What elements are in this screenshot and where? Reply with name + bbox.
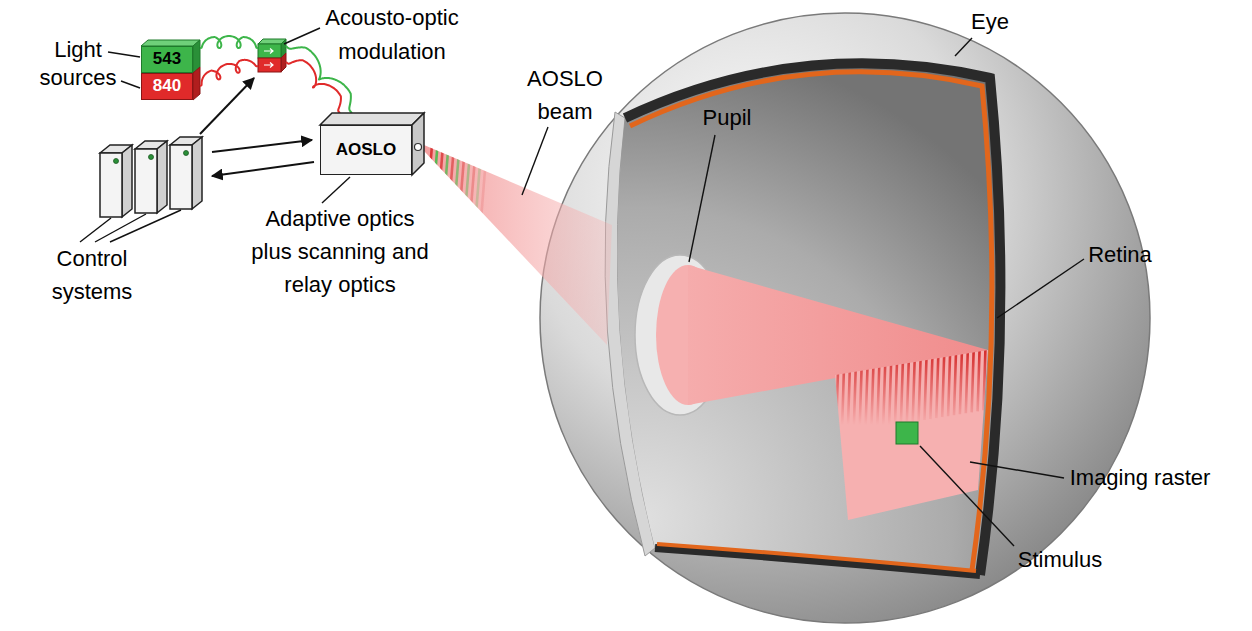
- stimulus-square: [896, 422, 918, 444]
- leader-line: [920, 446, 1014, 546]
- beam-stripe: [437, 120, 445, 220]
- raster-line: [925, 357, 927, 420]
- raster-line: [889, 363, 891, 426]
- raster-line: [984, 347, 986, 410]
- raster-line: [913, 359, 915, 422]
- laser-source-box: 840: [141, 73, 193, 100]
- box-text: AOSLO: [336, 141, 396, 160]
- leader-line: [284, 28, 320, 44]
- raster-line: [954, 352, 956, 415]
- modulator-symbol: [264, 49, 273, 54]
- raster-line: [978, 348, 980, 411]
- leader-line: [322, 177, 350, 203]
- cabinet-face: [100, 153, 122, 217]
- raster-line: [936, 355, 938, 418]
- raster-line: [942, 354, 944, 417]
- status-light: [149, 155, 154, 160]
- raster-line: [901, 361, 903, 424]
- beam-stripe: [459, 120, 467, 220]
- beam-stripe: [454, 120, 462, 220]
- retina-layer: [657, 544, 976, 571]
- control-arrow: [212, 162, 314, 176]
- raster-line: [854, 369, 856, 432]
- retina-layer: [630, 72, 992, 570]
- cabinet-face: [170, 145, 192, 209]
- raster-line: [966, 350, 968, 413]
- leader-line: [955, 38, 972, 56]
- eye-globe: [540, 13, 1150, 623]
- callout-label: Acousto-optic modulation: [306, 1, 478, 69]
- control-cabinets: [100, 137, 202, 217]
- beam-stripe: [443, 120, 451, 220]
- raster-line: [866, 367, 868, 430]
- raster-line: [836, 372, 838, 435]
- leader-line: [689, 135, 715, 262]
- box-face: [193, 67, 200, 100]
- raster-stripes: [836, 347, 986, 434]
- raster-line: [907, 360, 909, 423]
- eye-interior: [617, 63, 1000, 575]
- raster-line: [883, 364, 885, 427]
- callout-label: Stimulus: [1005, 545, 1115, 575]
- raster-line: [895, 362, 897, 425]
- modulator-box: [258, 58, 281, 72]
- raster-line: [877, 365, 879, 428]
- callout-label: Pupil: [687, 103, 767, 133]
- leader-line: [110, 210, 181, 242]
- modulator-symbol: [264, 63, 273, 68]
- raster-line: [972, 349, 974, 412]
- callout-label: Adaptive optics plus scanning and relay …: [246, 202, 434, 301]
- optical-fiber: [286, 60, 341, 113]
- callout-label: Retina: [1075, 240, 1165, 270]
- status-light: [114, 159, 119, 164]
- instrument-face: [320, 113, 424, 125]
- box-text: 840: [153, 77, 181, 96]
- raster-line: [948, 353, 950, 416]
- beam-stripe: [426, 120, 434, 220]
- raster-line: [919, 358, 921, 421]
- cabinet-face: [122, 145, 132, 217]
- leader-line: [108, 52, 140, 57]
- control-arrow: [212, 140, 312, 152]
- callout-label: Imaging raster: [1058, 463, 1222, 493]
- modulator-face: [281, 53, 286, 72]
- beam-stripe: [448, 120, 456, 220]
- instrument-lens: [415, 144, 422, 151]
- modulator-box: [258, 44, 281, 58]
- raster-line: [848, 370, 850, 433]
- callout-label: AOSLO beam: [515, 62, 615, 128]
- cabinet-face: [192, 137, 202, 209]
- leader-line: [522, 127, 548, 195]
- callout-label: Eye: [960, 7, 1020, 37]
- control-arrow: [200, 78, 254, 134]
- leader-line: [997, 259, 1084, 318]
- raster-line: [960, 351, 962, 414]
- leader-lines: [80, 28, 1084, 546]
- cabinet-face: [157, 141, 167, 213]
- choroid-layer: [655, 548, 980, 575]
- optical-fibers: [200, 36, 352, 113]
- instrument-box: AOSLO: [320, 125, 412, 175]
- cabinet-face: [135, 149, 157, 213]
- leader-line: [970, 462, 1064, 478]
- raster-line: [842, 371, 844, 434]
- callout-label: Control systems: [40, 242, 144, 308]
- callout-label: Light sources: [32, 36, 124, 92]
- beam-stripe: [465, 120, 473, 220]
- beam-stripe: [432, 120, 440, 220]
- raster-line: [860, 368, 862, 431]
- raster-line: [871, 366, 873, 429]
- laser-source-box: 543: [141, 46, 193, 73]
- leader-line: [121, 81, 140, 88]
- optical-fiber: [200, 36, 258, 48]
- raster-line: [930, 356, 932, 419]
- box-text: 543: [153, 50, 181, 69]
- status-light: [184, 151, 189, 156]
- instrument-face: [412, 113, 424, 175]
- choroid-layer: [625, 63, 1000, 575]
- beam-stripe: [481, 120, 489, 220]
- leader-line: [80, 218, 111, 242]
- beam-stripes: [426, 120, 489, 220]
